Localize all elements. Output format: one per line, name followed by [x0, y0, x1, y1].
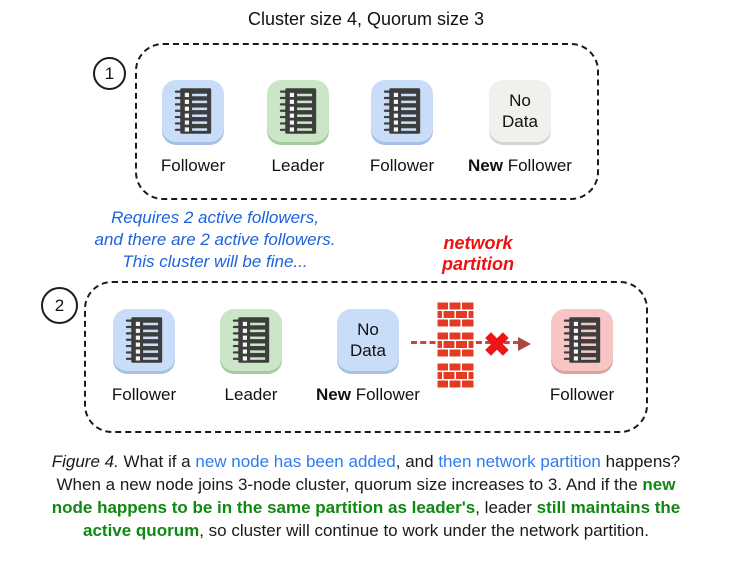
caption-line-3: node happens to be in the same partition… [51, 498, 681, 517]
follower-node-tile [371, 80, 433, 142]
notebook-icon [232, 317, 270, 363]
no-data-node-tile: No Data [337, 309, 399, 371]
node-label: Follower [549, 385, 615, 404]
brick-wall-icon [437, 302, 474, 328]
no-data-node-tile: No Data [489, 80, 551, 142]
notebook-icon [279, 88, 317, 134]
caption-line-1: Figure 4. What if a new node has been ad… [51, 452, 681, 471]
network-partition-label: network partition [442, 233, 514, 274]
scenario-2-badge: 2 [41, 287, 78, 324]
s2-node-new-follower: No Data New Follower [308, 309, 428, 405]
notebook-icon [174, 88, 212, 134]
notebook-icon [125, 317, 163, 363]
brick-wall-icon [437, 363, 474, 389]
figure-caption: Figure 4. What if a new node has been ad… [0, 450, 732, 542]
node-label: New Follower [468, 156, 572, 175]
blocked-x-icon: ✖ [483, 326, 511, 363]
quorum-note: Requires 2 active followers, and there a… [94, 208, 336, 271]
arrowhead-icon [518, 337, 531, 351]
notebook-icon [383, 88, 421, 134]
s2-node-leader: Leader [191, 309, 311, 405]
s1-node-leader: Leader [238, 80, 358, 176]
no-data-text: No Data [502, 91, 538, 131]
scenario-1-cluster-box [135, 43, 599, 200]
node-label: New Follower [316, 385, 420, 404]
follower-node-tile [162, 80, 224, 142]
s2-node-partitioned-follower: Follower [522, 309, 642, 405]
leader-node-tile [267, 80, 329, 142]
caption-line-4: active quorum, so cluster will continue … [83, 521, 649, 540]
no-data-text: No Data [350, 320, 386, 360]
s1-node-follower-2: Follower [342, 80, 462, 176]
brick-wall-icon [437, 332, 474, 358]
node-label: Follower [369, 156, 435, 175]
node-label: Follower [160, 156, 226, 175]
scenario-1-badge: 1 [93, 57, 126, 90]
follower-node-tile [113, 309, 175, 371]
node-label: Follower [111, 385, 177, 404]
node-label: Leader [271, 156, 325, 175]
diagram-title: Cluster size 4, Quorum size 3 [247, 9, 485, 29]
node-label: Leader [224, 385, 278, 404]
leader-node-tile [220, 309, 282, 371]
partitioned-follower-node-tile [551, 309, 613, 371]
s2-node-follower-1: Follower [84, 309, 204, 405]
scenario-2-cluster-box [84, 281, 648, 433]
notebook-icon [563, 317, 601, 363]
s1-node-new-follower: No Data New Follower [460, 80, 580, 176]
caption-line-2: When a new node joins 3-node cluster, qu… [56, 475, 676, 494]
s1-node-follower-1: Follower [133, 80, 253, 176]
